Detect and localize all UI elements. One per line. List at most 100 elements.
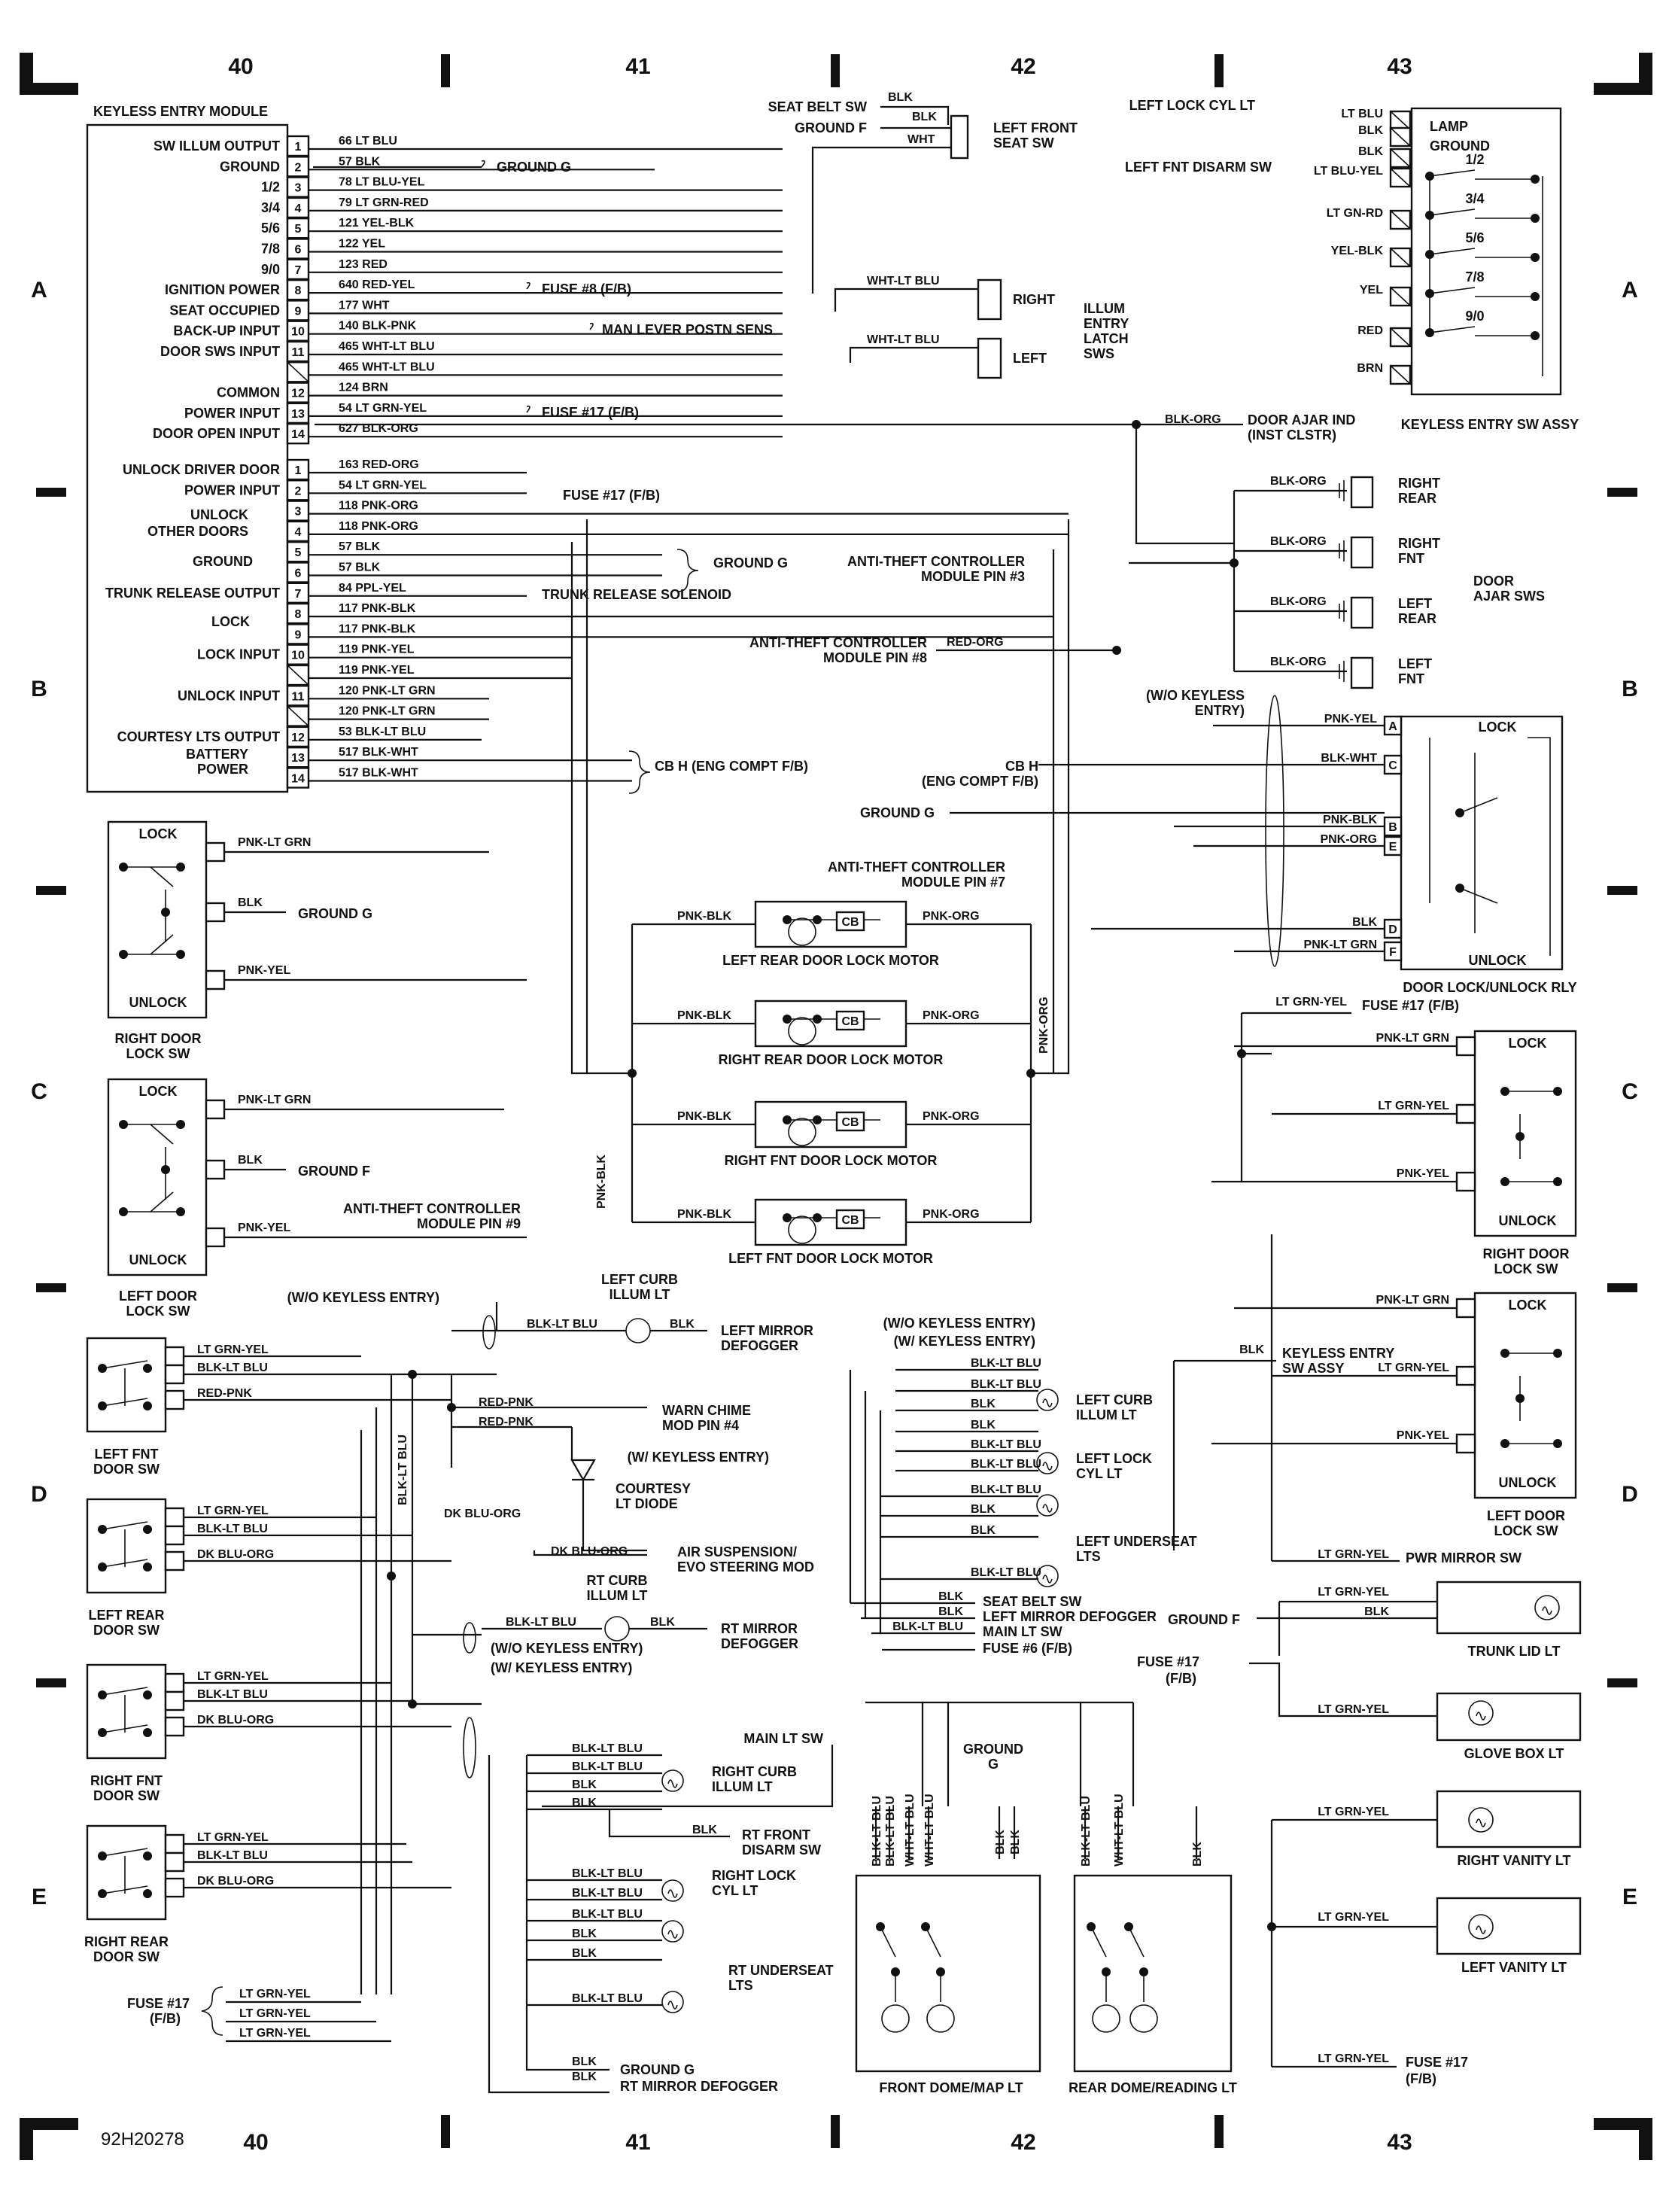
door-sw-name: DOOR SW (93, 1788, 160, 1803)
rt-wire: BLK-LT BLU (572, 1908, 643, 1921)
ajar-name: LEFT (1398, 596, 1432, 611)
left-front-seat-sw: SEAT BELT SW GROUND F BLK BLK WHT LEFT F… (768, 91, 1078, 294)
wire (1476, 1925, 1486, 1934)
wire (1390, 365, 1411, 385)
col-label-bottom-43: 43 (1387, 2130, 1412, 2155)
motor-wire-right: PNK-ORG (923, 1110, 980, 1123)
wire (1090, 1926, 1107, 2002)
motor-icon (788, 917, 816, 946)
splice-dot (1267, 1922, 1276, 1931)
center-wire: BLK-LT BLU (892, 1620, 963, 1633)
door-sw-wire: BLK-LT BLU (197, 1849, 268, 1862)
wire (631, 924, 1032, 1222)
lock-wire: PNK-LT GRN (238, 836, 311, 849)
splice-dot (98, 1525, 107, 1534)
wire (849, 1370, 882, 1633)
pin-label: COURTESY LTS OUTPUT (117, 729, 280, 744)
col-label-top-41: 41 (625, 54, 650, 79)
relay-wire: BLK (1352, 916, 1377, 929)
rl-name: FUSE #17 (1406, 2055, 1468, 2070)
splice-dot (1531, 175, 1540, 184)
lamp-icon (661, 1769, 684, 1792)
wire (224, 1108, 527, 1239)
ll-curb2: ILLUM LT (610, 1287, 670, 1302)
motor-body (754, 1198, 907, 1246)
motor-wire-left: PNK-BLK (677, 1009, 731, 1022)
unlock-label: UNLOCK (1499, 1475, 1557, 1490)
kesa-key-label: 9/0 (1465, 309, 1484, 324)
door-sw-wire: BLK-LT BLU (197, 1362, 268, 1374)
connector-pin-box (286, 218, 310, 239)
splice-dot (1500, 1177, 1509, 1186)
pin-number: 6 (295, 244, 302, 257)
ll-redpnk1: RED-PNK (479, 1396, 534, 1409)
pin-label: LOCK INPUT (197, 647, 280, 662)
kesa-key-label: 5/6 (1465, 230, 1484, 245)
lock-wire: PNK-LT GRN (1376, 1294, 1449, 1307)
wire (1390, 111, 1411, 130)
ll-dkbluorg2: DK BLU-ORG (551, 1545, 628, 1558)
door-sw-name: DOOR SW (93, 1623, 160, 1638)
latch-left: LEFT (1013, 351, 1047, 366)
ll-fuse1: FUSE #17 (127, 1996, 190, 2011)
lock-switch-body (1473, 1030, 1577, 1237)
latch-n4: SWS (1084, 346, 1114, 361)
splice-dot (1230, 558, 1239, 567)
pin-number: 8 (295, 284, 302, 297)
lock-wire: BLK (238, 1154, 263, 1167)
door-sw-wire: LT GRN-YEL (197, 1831, 269, 1844)
wire-code: 465 WHT-LT BLU (339, 340, 435, 353)
connector-pin-box (286, 500, 310, 522)
connector-pin-box (205, 969, 226, 990)
wire (667, 1779, 678, 1788)
wire (950, 724, 1385, 953)
wire (570, 519, 1070, 1075)
light-name: LTS (1076, 1549, 1101, 1564)
wire-code: 517 BLK-WHT (339, 767, 418, 780)
splice-dot (161, 908, 170, 917)
connector-pin-box (1455, 1433, 1476, 1454)
row-label-right-C: C (1622, 1079, 1638, 1104)
dome-wire: BLK (1191, 1842, 1204, 1867)
row-label-left-E: E (32, 1885, 47, 1909)
connector-pin-box (286, 402, 310, 424)
wire (1429, 169, 1535, 180)
ll-rtcurb1: RT CURB (587, 1573, 648, 1588)
connector-pin-box (286, 458, 310, 481)
connector-pin-box (164, 1833, 185, 1854)
kesa-wire: YEL (1360, 284, 1383, 297)
circuit-breaker-icon (835, 911, 865, 932)
door-sw-name: DOOR SW (93, 1949, 160, 1964)
ll-air1: AIR SUSPENSION/ (677, 1544, 797, 1559)
wire (1257, 1600, 1437, 1656)
group-lock: LOCK (211, 614, 250, 629)
lamp-icon (1036, 1389, 1059, 1411)
lock-wire: LT GRN-YEL (1378, 1362, 1449, 1374)
lock-sw-name: LEFT DOOR (119, 1289, 197, 1304)
light-name: LTS (728, 1978, 753, 1993)
splice-dot (1553, 1087, 1562, 1096)
rt-wire: BLK (572, 1928, 597, 1940)
lock-switch-body (1473, 1292, 1577, 1499)
pin-number: 2 (295, 485, 302, 497)
pin-number: 14 (291, 773, 305, 786)
splice-dot (119, 863, 128, 872)
door-ajar-blkorg: BLK-ORG (1165, 413, 1221, 426)
door-sw-wire: BLK-LT BLU (197, 1523, 268, 1535)
splice-dot (143, 1728, 152, 1737)
center-wire: BLK-LT BLU (971, 1458, 1041, 1471)
splice-dot (813, 915, 822, 924)
seat-blk1: BLK (888, 91, 913, 104)
pin-number: 10 (291, 326, 305, 339)
rl-wire: LT GRN-YEL (1318, 1806, 1389, 1818)
pin-label: DOOR OPEN INPUT (153, 426, 280, 441)
rt-wire: BLK-LT BLU (572, 1867, 643, 1880)
wire-code: 57 BLK (339, 155, 381, 168)
pin-number: 11 (292, 346, 305, 359)
splice-dot (143, 1525, 152, 1534)
wire (925, 1926, 941, 2002)
ll-wo-keyless: (W/O KEYLESS ENTRY) (287, 1290, 439, 1305)
splice-dot (921, 1922, 930, 1931)
wire-code: 66 LT BLU (339, 135, 397, 148)
wire-code: 84 PPL-YEL (339, 582, 406, 595)
